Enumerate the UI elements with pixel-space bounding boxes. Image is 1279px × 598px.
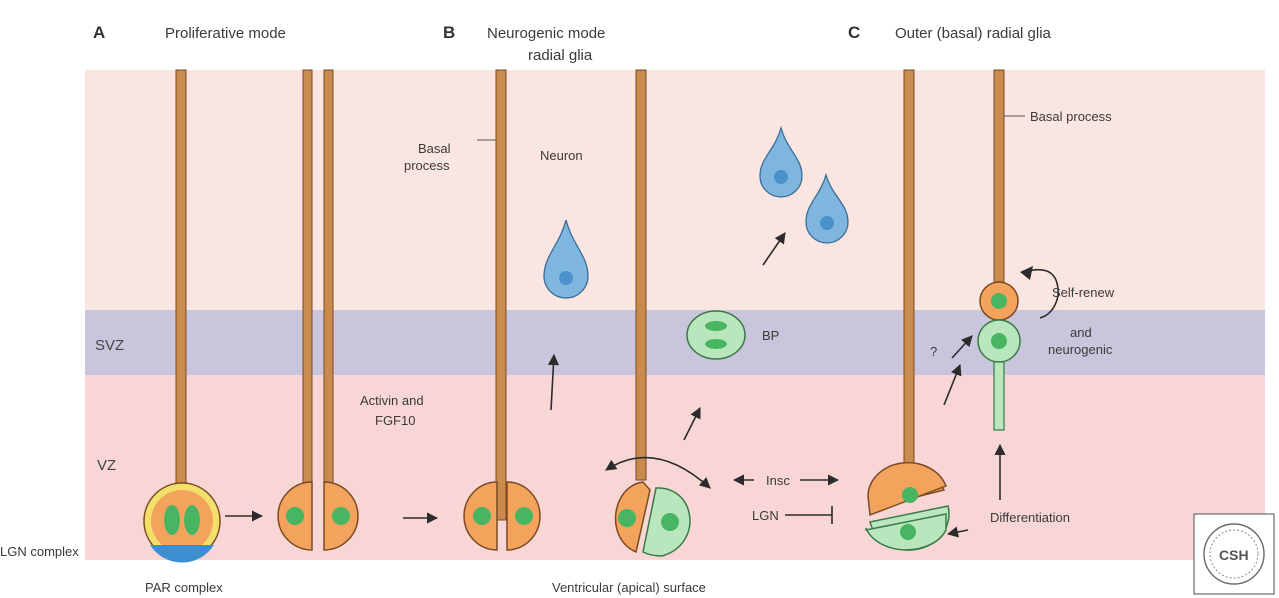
self-renew-label: Self-renew [1052, 285, 1115, 300]
bp-label: BP [762, 328, 779, 343]
nucleus [900, 524, 916, 540]
basal-process-c-label: Basal process [1030, 109, 1112, 124]
panel-a-title: Proliferative mode [165, 25, 286, 42]
chromosome [184, 505, 200, 535]
neuron-label: Neuron [540, 148, 583, 163]
vz-label: VZ [97, 457, 116, 474]
ventricular-surface-label: Ventricular (apical) surface [552, 580, 706, 595]
chromosome [705, 339, 727, 349]
differentiation-label: Differentiation [990, 510, 1070, 525]
nucleus [661, 513, 679, 531]
panel-a-letter: A [93, 23, 105, 42]
question-mark-label: ? [930, 344, 937, 359]
and-neurogenic-label-line2: neurogenic [1048, 342, 1113, 357]
basal-process [636, 70, 646, 480]
logo-text: CSH [1219, 547, 1249, 563]
csh-seal-logo: CSH [1194, 514, 1274, 594]
nucleus [774, 170, 788, 184]
basal-process [904, 70, 914, 480]
nucleus [286, 507, 304, 525]
chromosome [705, 321, 727, 331]
nucleus [820, 216, 834, 230]
nucleus [991, 293, 1007, 309]
nucleus [559, 271, 573, 285]
basal-process [994, 70, 1004, 285]
panel-b-title-line2: radial glia [528, 47, 593, 64]
lgn-complex-label: LGN complex [0, 544, 79, 559]
nucleus [473, 507, 491, 525]
nucleus [332, 507, 350, 525]
basal-progenitor-cell [687, 311, 745, 359]
upper-zone-band [85, 70, 1265, 310]
panel-b-title-line1: Neurogenic mode [487, 25, 605, 42]
activin-fgf10-label-line2: FGF10 [375, 413, 415, 428]
nucleus [902, 487, 918, 503]
svz-label: SVZ [95, 337, 124, 354]
chromosome [164, 505, 180, 535]
activin-fgf10-label-line1: Activin and [360, 393, 424, 408]
apical-process [994, 362, 1004, 430]
basal-process [496, 70, 506, 520]
nucleus [515, 507, 533, 525]
nucleus [991, 333, 1007, 349]
panel-b-letter: B [443, 23, 455, 42]
basal-process-label-line2: process [404, 158, 450, 173]
and-neurogenic-label-line1: and [1070, 325, 1092, 340]
nucleus [618, 509, 636, 527]
basal-process [303, 70, 312, 520]
cell-cytoplasm [151, 490, 213, 552]
par-complex-label: PAR complex [145, 580, 223, 595]
lgn-label: LGN [752, 508, 779, 523]
basal-process [324, 70, 333, 520]
panel-c-title: Outer (basal) radial glia [895, 25, 1052, 42]
basal-process [176, 70, 186, 485]
insc-label: Insc [766, 473, 790, 488]
panel-c-letter: C [848, 23, 860, 42]
basal-process-label-line1: Basal [418, 141, 451, 156]
